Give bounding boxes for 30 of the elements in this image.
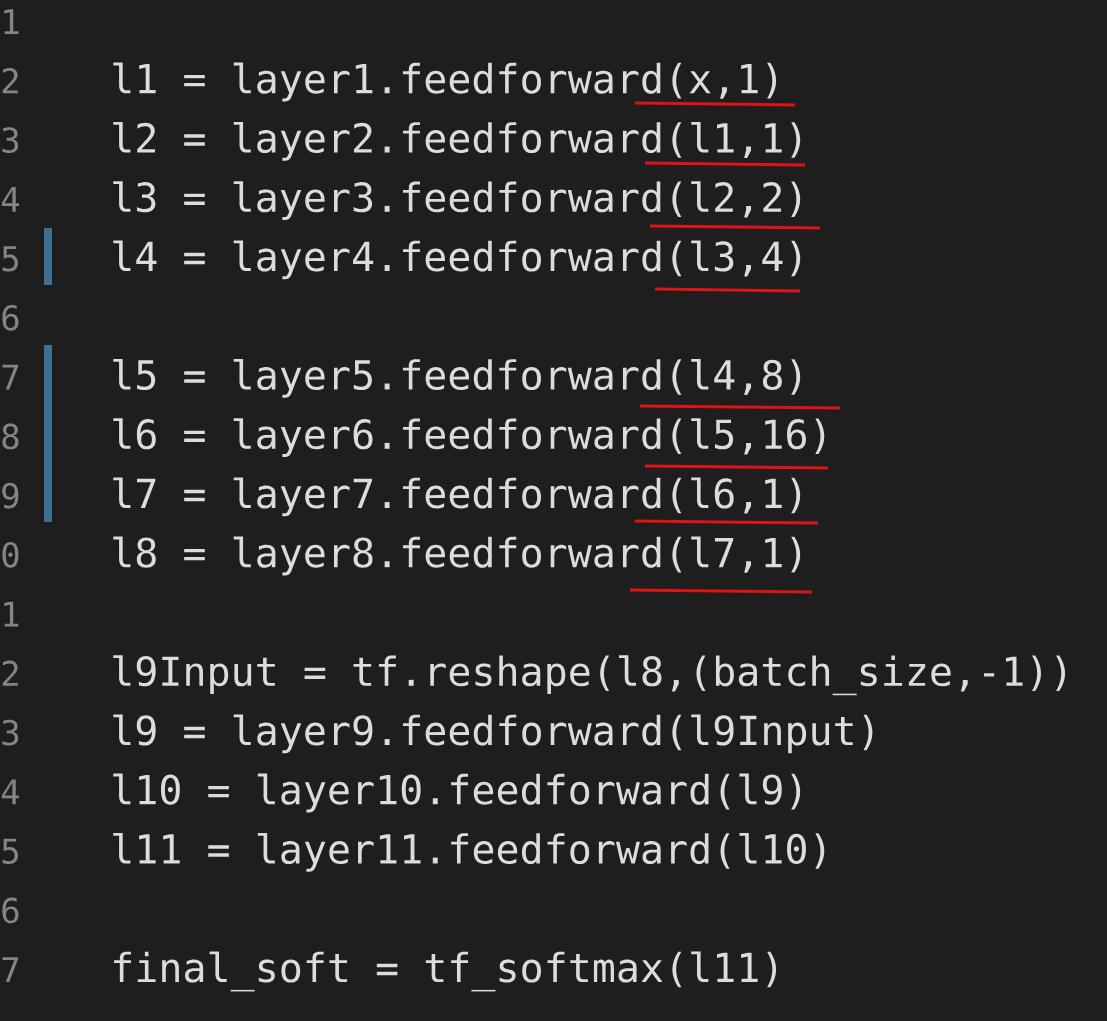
line-number: 2 xyxy=(2,660,18,686)
code-line: l4 = layer4.feedforward(l3,4) xyxy=(113,240,801,280)
line-number: 0 xyxy=(2,541,19,568)
code-line: l3 = layer3.feedforward(l2,2) xyxy=(113,181,801,221)
line-number: 9 xyxy=(2,482,19,509)
line-number: 4 xyxy=(1,779,20,805)
line-number: 2 xyxy=(2,67,18,94)
code-line: l1 = layer1.feedforward(x,1) xyxy=(113,62,777,102)
code-line: l10 = layer10.feedforward(l9) xyxy=(113,773,801,813)
line-number: 8 xyxy=(2,423,19,450)
code-line: l9 = layer9.feedforward(l9Input) xyxy=(113,714,873,754)
code-line: l9Input = tf.reshape(l8,(batch_size,-1)) xyxy=(113,655,1066,696)
line-number: 3 xyxy=(2,127,19,153)
line-number: 6 xyxy=(2,304,19,331)
code-line: l2 = layer2.feedforward(l1,1) xyxy=(113,121,801,161)
code-line: l5 = layer5.feedforward(l4,8) xyxy=(113,358,801,398)
code-line: l7 = layer7.feedforward(l6,1) xyxy=(113,477,801,517)
line-number: 5 xyxy=(2,838,18,864)
code-line: l6 = layer6.feedforward(l5,16) xyxy=(113,418,825,458)
line-number: 7 xyxy=(2,957,19,982)
line-number: 7 xyxy=(2,364,19,390)
line-number: 4 xyxy=(1,187,20,212)
line-number: 6 xyxy=(2,897,19,924)
code-line: l8 = layer8.feedforward(l7,1) xyxy=(113,536,801,576)
line-number: 1 xyxy=(4,9,19,34)
line-number: 1 xyxy=(4,601,19,627)
line-number: 5 xyxy=(2,246,18,272)
line-number: 3 xyxy=(2,719,19,746)
code-line: final_soft = tf_softmax(l11) xyxy=(114,951,777,992)
code-line: l11 = layer11.feedforward(l10) xyxy=(113,832,825,872)
